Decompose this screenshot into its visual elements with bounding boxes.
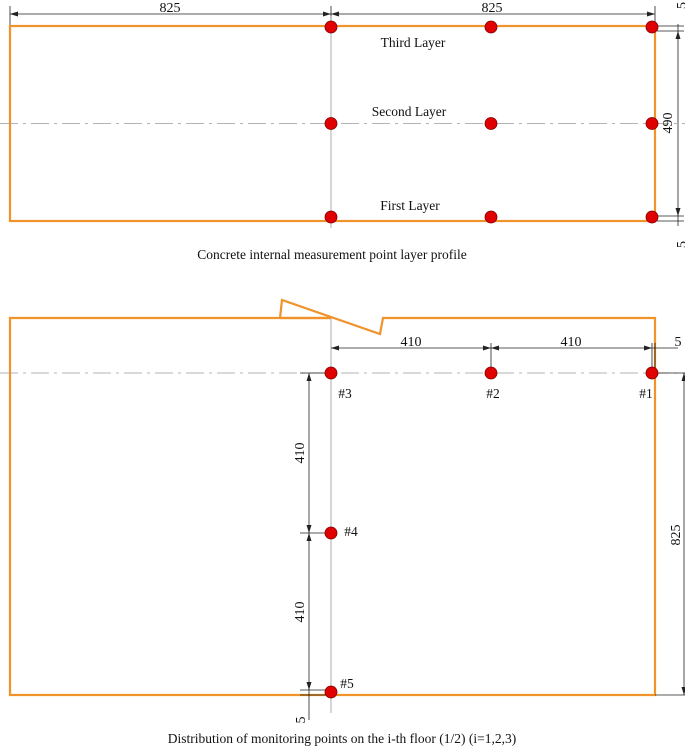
profile-point-first-left — [324, 210, 338, 224]
profile-right-dimension — [657, 24, 684, 226]
plan-right-dimension — [655, 372, 685, 696]
profile-point-second-left — [324, 117, 338, 130]
plan-dim-right: 825 — [669, 525, 684, 546]
plan-figure: 410 410 5 410 410 5 825 — [0, 298, 685, 746]
plan-caption: Distribution of monitoring points on the… — [168, 731, 516, 746]
profile-dim-height: 490 — [661, 113, 676, 134]
monitoring-point-1 — [645, 366, 659, 380]
layer-label-first: First Layer — [380, 198, 440, 213]
monitoring-point-5 — [324, 685, 338, 699]
point-label-4: #4 — [344, 524, 358, 539]
profile-point-third-left — [324, 20, 338, 34]
profile-dim-top-offset: 5 — [675, 2, 685, 9]
profile-figure: 825 825 5 490 5 Third Layer Second Layer… — [0, 1, 685, 262]
profile-point-first-middle — [484, 210, 498, 224]
plan-dim-left-lower: 410 — [293, 602, 308, 623]
profile-top-dimension — [9, 6, 656, 26]
plan-dim-left-upper: 410 — [293, 443, 308, 464]
profile-point-second-right — [645, 117, 659, 130]
point-label-5: #5 — [340, 676, 354, 691]
profile-dim-bottom-offset: 5 — [675, 241, 685, 248]
plan-dim-top-right: 410 — [561, 335, 582, 350]
plan-dim-left-offset: 5 — [294, 717, 309, 724]
plan-left-dimension — [300, 372, 331, 720]
profile-point-third-middle — [484, 20, 498, 34]
plan-dim-top-offset: 5 — [675, 335, 682, 350]
profile-caption: Concrete internal measurement point laye… — [197, 247, 467, 262]
monitoring-point-4 — [324, 526, 338, 540]
profile-point-first-right — [645, 210, 659, 224]
profile-point-third-right — [645, 20, 659, 34]
profile-dim-right: 825 — [482, 1, 503, 16]
plan-top-dimension — [331, 343, 678, 373]
point-label-1: #1 — [639, 386, 653, 401]
profile-dim-left: 825 — [160, 1, 181, 16]
monitoring-point-2 — [484, 366, 498, 380]
point-label-3: #3 — [338, 386, 352, 401]
layer-label-third: Third Layer — [381, 35, 446, 50]
plan-outline — [8, 298, 657, 697]
plan-dim-top-left: 410 — [401, 335, 422, 350]
plan-monitoring-points — [324, 366, 659, 699]
profile-measurement-points — [324, 20, 659, 224]
point-label-2: #2 — [486, 386, 500, 401]
profile-point-second-middle — [484, 117, 498, 130]
monitoring-point-3 — [324, 366, 338, 380]
layer-label-second: Second Layer — [372, 104, 447, 119]
